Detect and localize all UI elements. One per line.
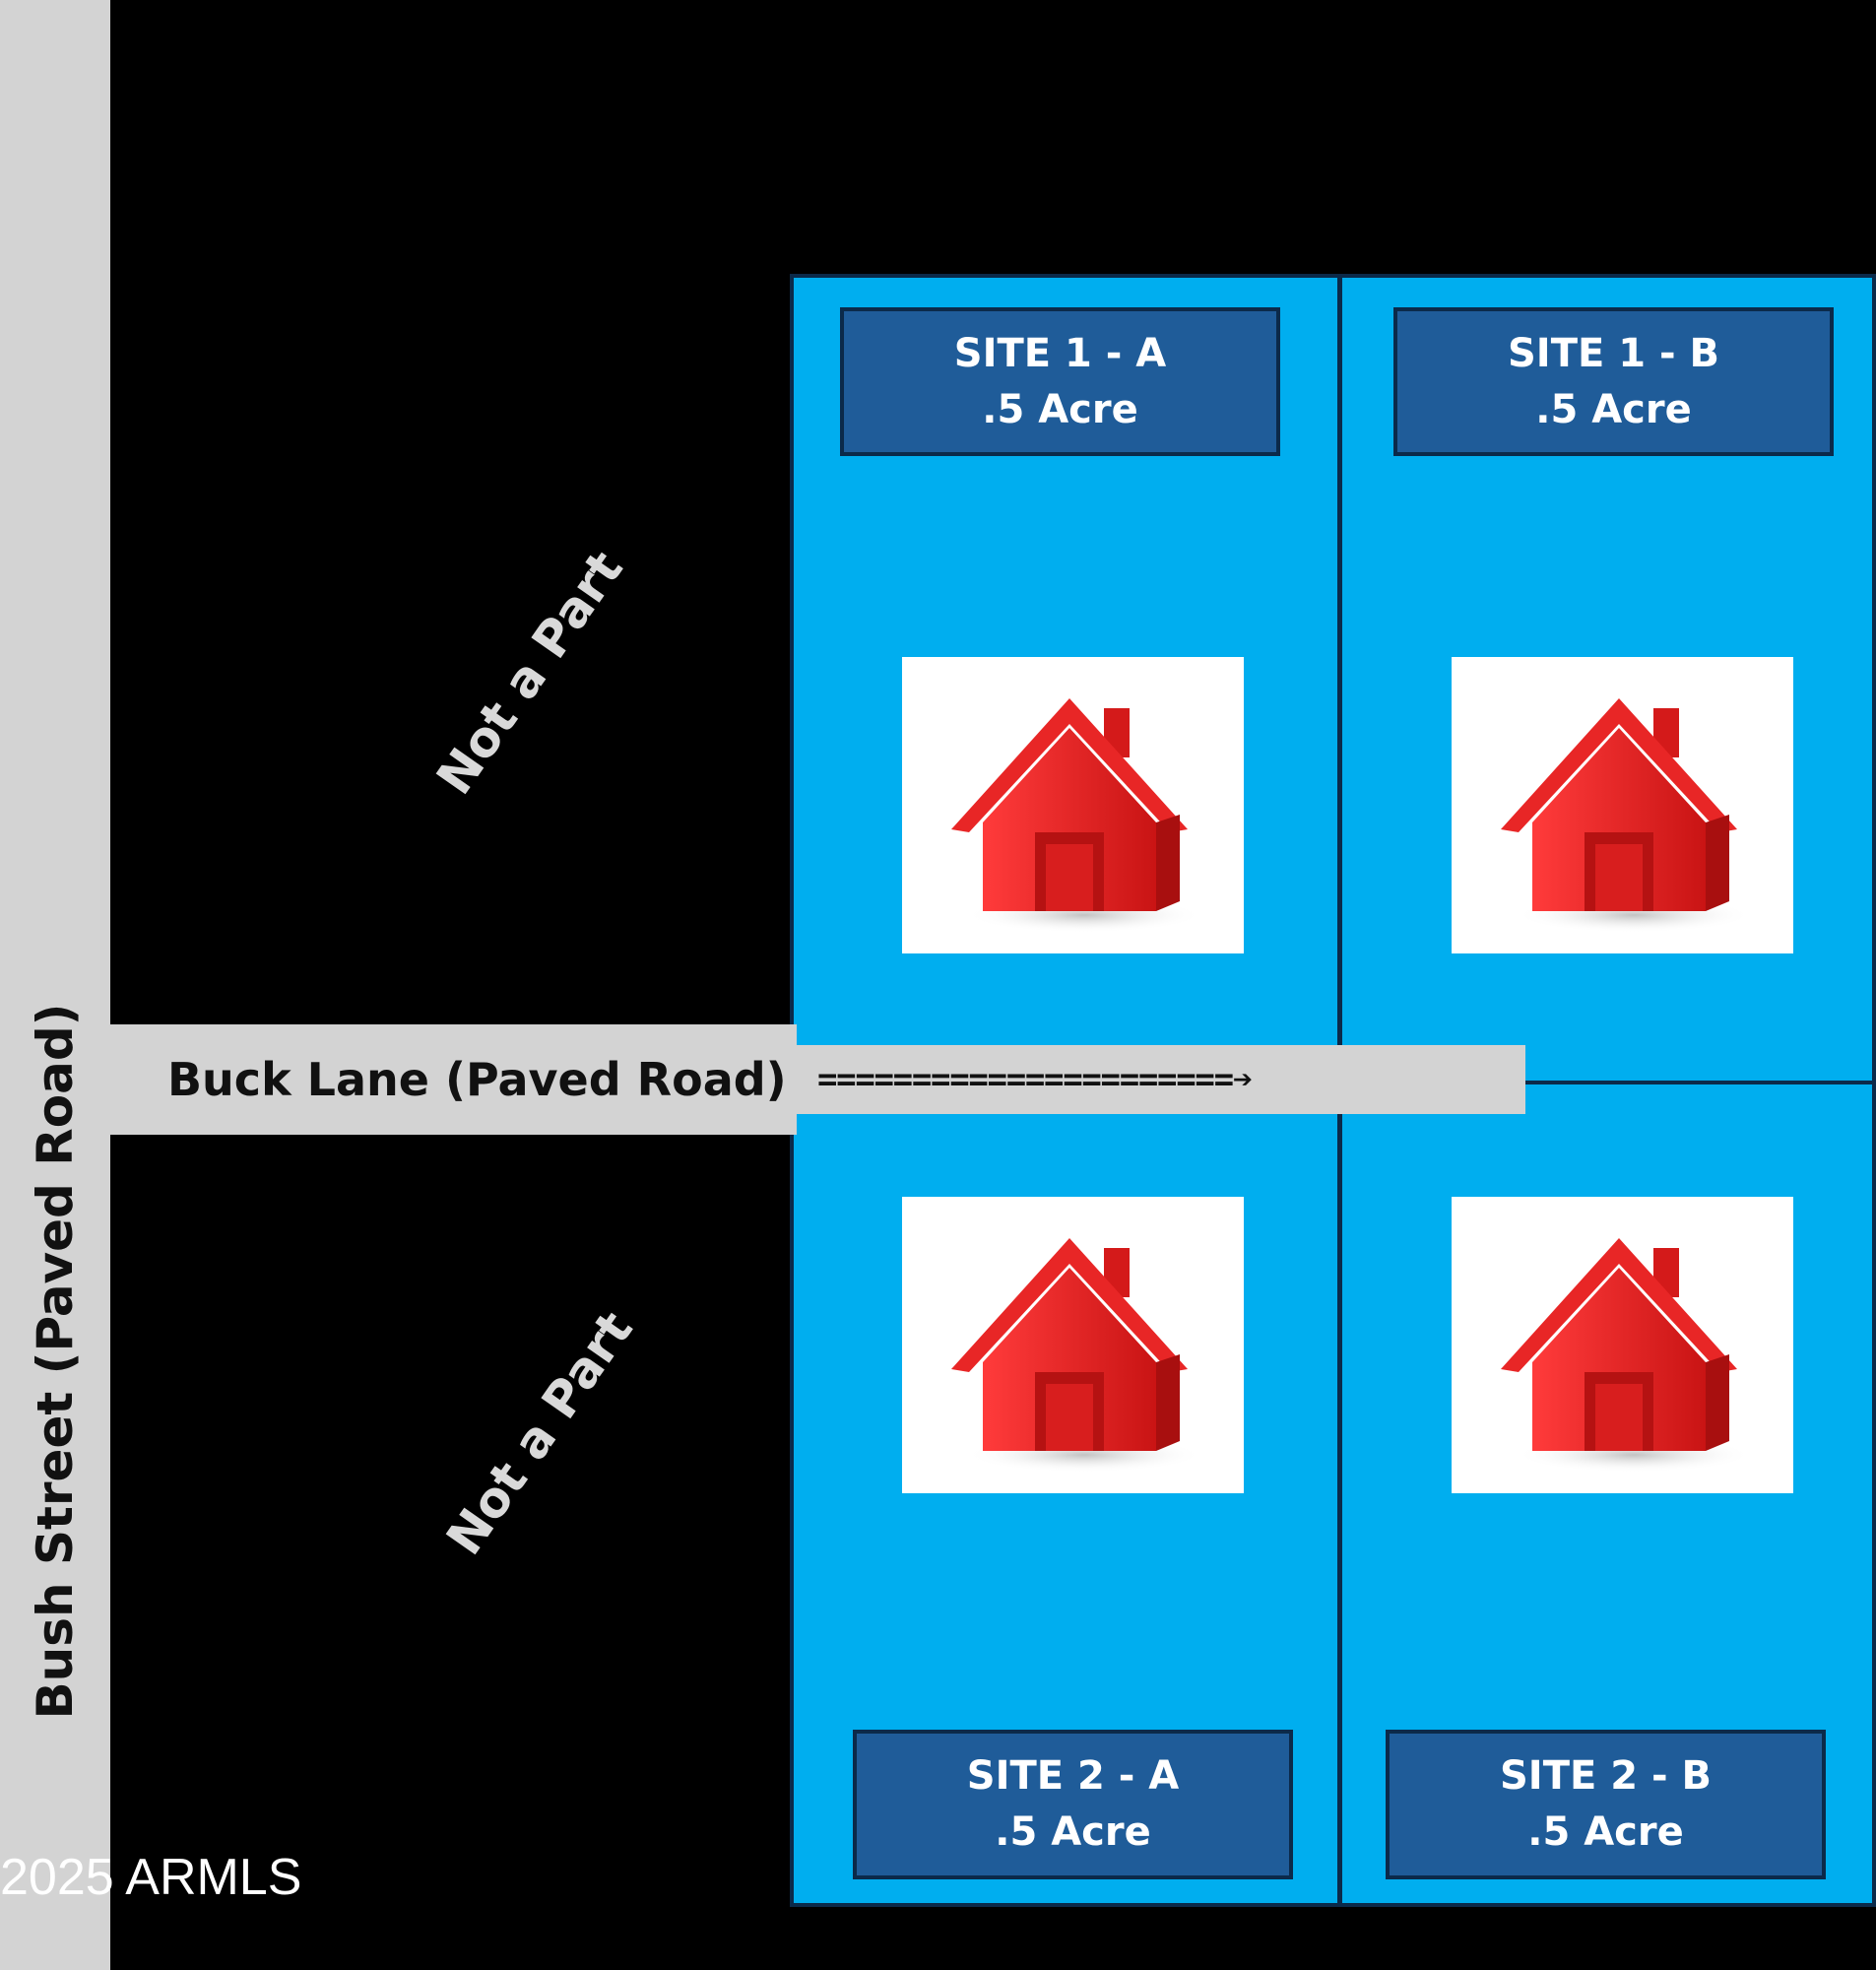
watermark: 2025 ARMLS [0,1849,302,1906]
site-2a-label: SITE 2 - A .5 Acre [853,1730,1293,1879]
site-name: SITE 1 - B [1508,330,1719,376]
house-icon-graphic [1452,657,1793,953]
house-icon-graphic [902,1197,1244,1493]
bush-street-road [0,0,110,1970]
site-1b-label: SITE 1 - B .5 Acre [1393,307,1834,456]
house-icon-graphic [1452,1197,1793,1493]
house-icon [1452,1197,1793,1493]
buck-lane-label: Buck Lane (Paved Road) [167,1053,787,1106]
site-name: SITE 2 - B [1500,1753,1712,1799]
site-name: SITE 2 - A [966,1753,1180,1799]
site-name: SITE 1 - A [953,330,1167,376]
not-a-part-label-top: Not a Part [425,541,634,805]
site-2b-label: SITE 2 - B .5 Acre [1386,1730,1826,1879]
not-a-part-label-bottom: Not a Part [435,1301,644,1565]
house-icon-graphic [902,657,1244,953]
site-size: .5 Acre [1535,386,1692,432]
bush-street-label: Bush Street (Paved Road) [27,1003,84,1720]
site-size: .5 Acre [995,1809,1151,1855]
buck-lane-extension: ======================➔ [796,1045,1525,1114]
site-size: .5 Acre [1527,1809,1684,1855]
site-size: .5 Acre [982,386,1138,432]
site-1a-label: SITE 1 - A .5 Acre [840,307,1280,456]
house-icon [902,1197,1244,1493]
buck-lane-arrow: ======================➔ [817,1060,1253,1099]
house-icon [902,657,1244,953]
buck-lane-road: Buck Lane (Paved Road) [110,1024,797,1135]
house-icon [1452,657,1793,953]
